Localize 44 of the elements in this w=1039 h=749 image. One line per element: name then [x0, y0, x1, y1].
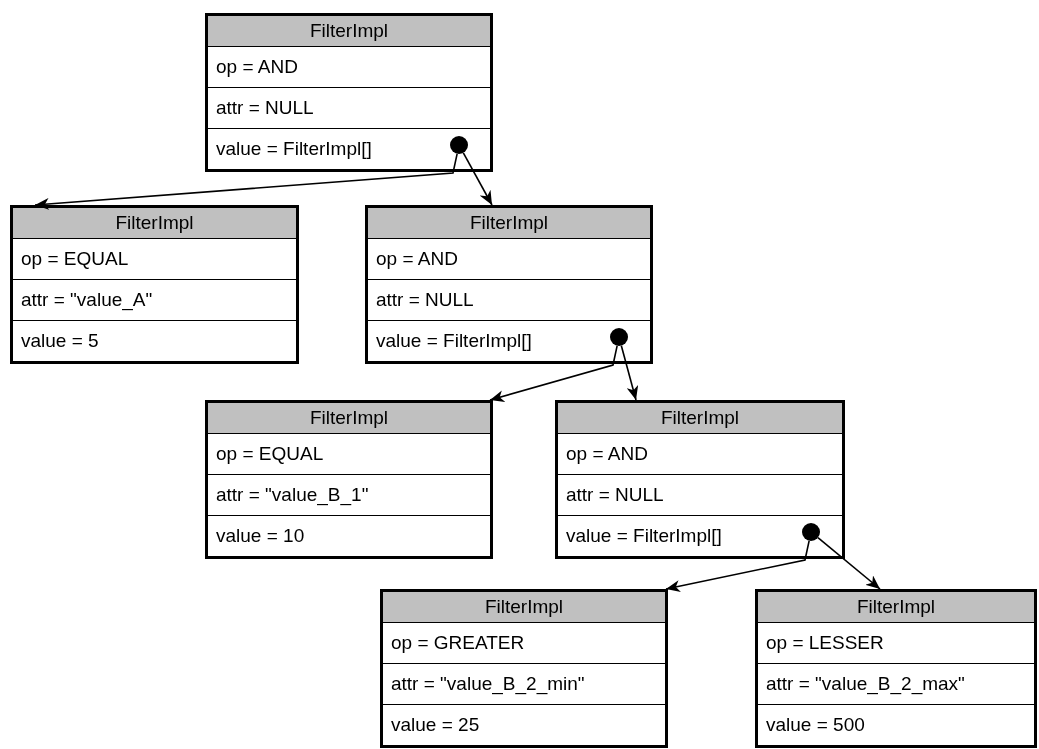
- field-text: op = EQUAL: [13, 239, 296, 280]
- class-name: FilterImpl: [208, 16, 490, 47]
- field-text: value = 5: [20, 329, 100, 353]
- field-text: value = 10: [215, 524, 306, 548]
- field-text: attr = "value_B_2_min": [383, 664, 665, 705]
- field-text: attr = NULL: [558, 475, 842, 516]
- field-text: value = FilterImpl[]: [215, 137, 373, 161]
- field-text: op = LESSER: [758, 623, 1034, 664]
- class-box: [365, 205, 653, 364]
- connector-dot: [450, 136, 468, 154]
- connector-dot: [802, 523, 820, 541]
- field-text: value = FilterImpl[]: [375, 329, 533, 353]
- class-name: FilterImpl: [383, 592, 665, 623]
- arrow: [489, 345, 618, 402]
- field-text: attr = NULL: [368, 280, 650, 321]
- field-text: value = FilterImpl[]: [565, 524, 723, 548]
- class-name: FilterImpl: [13, 208, 296, 239]
- class-box: [205, 400, 493, 559]
- class-box: [205, 13, 493, 172]
- field-text: op = AND: [368, 239, 650, 280]
- class-box: [555, 400, 845, 559]
- field-text: attr = "value_B_1": [208, 475, 490, 516]
- field-text: attr = "value_A": [13, 280, 296, 321]
- class-box: [380, 589, 668, 748]
- arrow: [817, 536, 881, 590]
- arrow: [665, 540, 810, 592]
- connector-dot: [610, 328, 628, 346]
- field-text: op = GREATER: [383, 623, 665, 664]
- arrow: [620, 344, 639, 401]
- field-text: op = EQUAL: [208, 434, 490, 475]
- arrow: [462, 152, 493, 206]
- field-text: attr = "value_B_2_max": [758, 664, 1034, 705]
- arrow: [34, 153, 458, 210]
- class-name: FilterImpl: [758, 592, 1034, 623]
- class-box: [10, 205, 299, 364]
- field-text: attr = NULL: [208, 88, 490, 129]
- class-box: [755, 589, 1037, 748]
- field-text: op = AND: [208, 47, 490, 88]
- class-name: FilterImpl: [558, 403, 842, 434]
- class-name: FilterImpl: [208, 403, 490, 434]
- field-text: op = AND: [558, 434, 842, 475]
- field-text: value = 500: [765, 713, 866, 737]
- field-text: value = 25: [390, 713, 481, 737]
- class-name: FilterImpl: [368, 208, 650, 239]
